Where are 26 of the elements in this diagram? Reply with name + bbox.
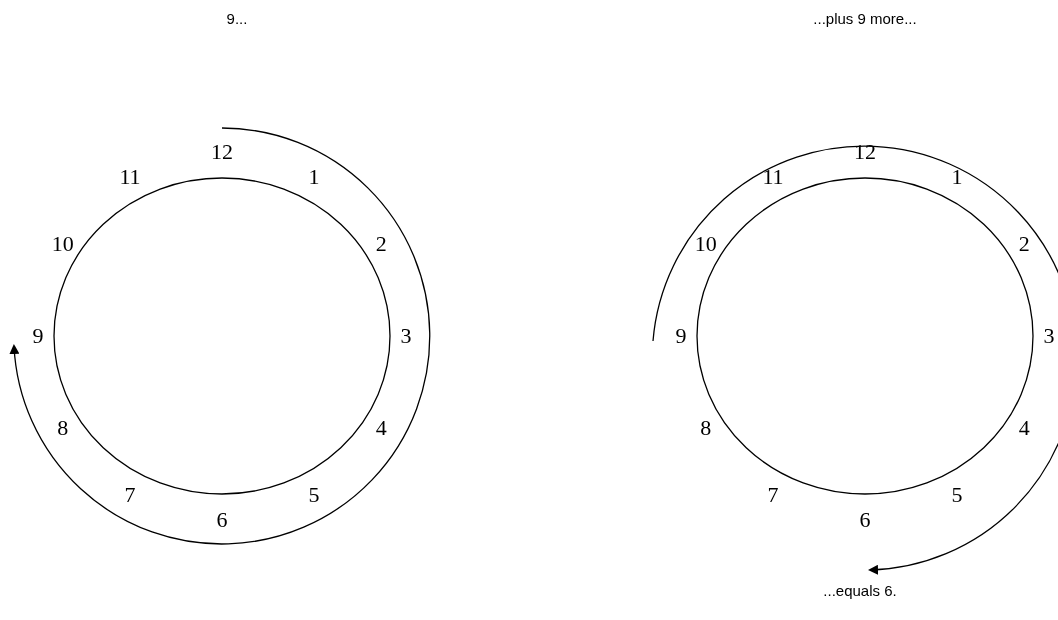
hour-number: 7 — [124, 482, 136, 509]
hour-number: 7 — [767, 482, 779, 509]
hour-number: 12 — [211, 139, 233, 165]
hour-number: 2 — [1018, 231, 1030, 257]
hour-number: 9 — [32, 323, 44, 349]
caption-text: ...plus 9 more... — [813, 10, 917, 27]
hour-number: 10 — [51, 231, 74, 257]
hour-number: 4 — [375, 415, 387, 441]
hour-number: 3 — [400, 323, 412, 349]
hour-number: 5 — [951, 482, 963, 509]
hour-number: 10 — [694, 231, 717, 257]
hour-number: 6 — [216, 507, 228, 533]
caption-text: ...equals 6. — [823, 582, 897, 599]
hour-number: 11 — [119, 163, 141, 190]
hour-number: 8 — [57, 415, 69, 441]
hour-number: 6 — [859, 507, 871, 533]
hour-number: 1 — [308, 163, 320, 190]
hour-number: 9 — [675, 323, 687, 349]
hour-number: 1 — [951, 163, 963, 190]
hour-number: 3 — [1043, 323, 1055, 349]
hour-number: 2 — [375, 231, 387, 257]
hour-number: 8 — [700, 415, 712, 441]
caption-text: 9... — [226, 10, 248, 27]
hour-number: 11 — [762, 163, 784, 190]
hour-number: 5 — [308, 482, 320, 509]
hour-number: 4 — [1018, 415, 1030, 441]
